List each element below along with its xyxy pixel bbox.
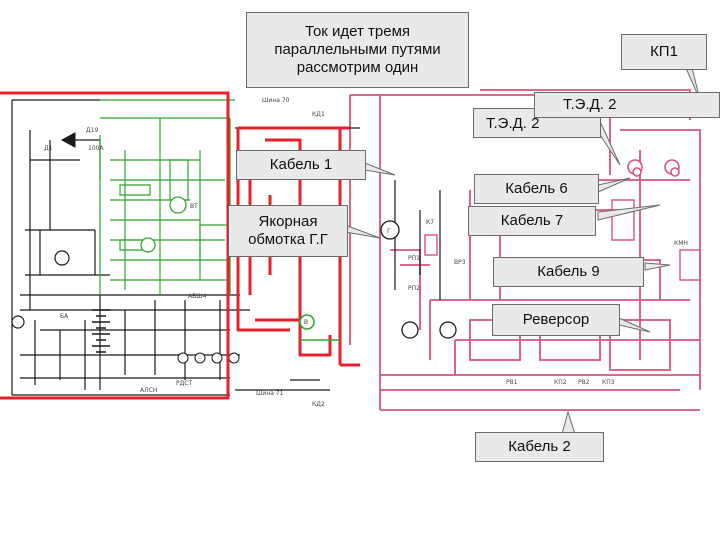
generator-g-icon — [380, 220, 400, 240]
exciter-v-icon — [299, 314, 315, 330]
rv1-label: РВ1 — [506, 379, 518, 386]
bus-bottom-label: Шина 71 — [256, 390, 284, 397]
g-label: Г — [387, 228, 391, 235]
pink-circuit — [349, 89, 720, 411]
avsh-label: АВШ4 — [188, 293, 207, 300]
als-label: АЛСН — [140, 387, 157, 394]
bt-meter-icon — [169, 196, 187, 214]
diode-d1-icon — [60, 132, 76, 148]
d19-label: Д19 — [86, 127, 99, 134]
cable7-callout: Кабель 7 — [468, 206, 596, 236]
pp1-label: РП1 — [408, 255, 420, 262]
kd2-label: КД2 — [312, 401, 325, 408]
pp2-label: РП2 — [408, 285, 420, 292]
cable6-callout: Кабель 6 — [474, 174, 599, 204]
rdst-label: РДСТ — [176, 380, 192, 387]
green-circuit — [99, 99, 235, 295]
g-meter-icon — [140, 237, 156, 253]
kmn-label: КМН — [674, 240, 688, 247]
black-circuit-left — [11, 99, 250, 396]
kp2-label: КП2 — [554, 379, 567, 386]
voltmeter-icon — [54, 250, 70, 266]
armature-winding-callout: Якорная обмотка Г.Г — [228, 205, 348, 257]
traction-motor-icon-2 — [439, 321, 457, 339]
ted-motor-icons — [627, 159, 680, 177]
meter-icon — [11, 315, 25, 329]
k7-label: К7 — [426, 219, 434, 226]
bt-label: ВТ — [190, 203, 198, 210]
traction-motor-icon — [401, 321, 419, 339]
reversor-callout: Реверсор — [492, 304, 620, 336]
cable9-callout: Кабель 9 — [493, 257, 644, 287]
cable1-callout: Кабель 1 — [236, 150, 366, 180]
d1-label: Д1 — [44, 145, 53, 152]
relay-boxes — [424, 199, 701, 281]
v-label: В — [304, 319, 308, 326]
ted2-front-callout: Т.Э.Д. 2 — [534, 92, 720, 118]
v100a-label: 100А — [88, 145, 104, 152]
kp1-callout: КП1 — [621, 34, 707, 70]
battery-cells — [92, 309, 110, 353]
kd1-label: КД1 — [312, 111, 325, 118]
rv2-label: РВ2 — [578, 379, 590, 386]
vr3-label: ВР3 — [454, 259, 466, 266]
bus-top-label: Шина 70 — [262, 97, 290, 104]
kp3-label: КП3 — [602, 379, 615, 386]
cable2-callout: Кабель 2 — [475, 432, 604, 462]
ba-label: БА — [60, 313, 69, 320]
main-note-callout: Ток идет тремя параллельными путями расс… — [246, 12, 469, 88]
